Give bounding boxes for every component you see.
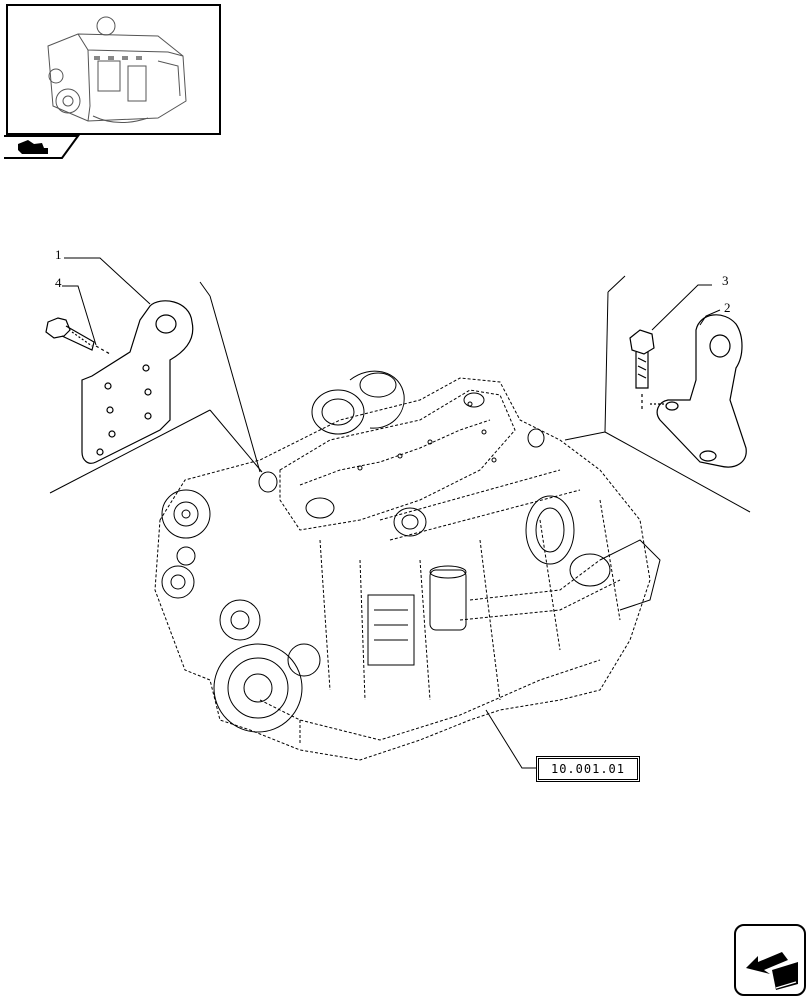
oil-filter <box>429 569 467 631</box>
callout-3[interactable]: 3 <box>722 273 729 288</box>
alternator-pulley <box>219 599 261 641</box>
frame-line-right-top <box>607 275 626 293</box>
engine-thumbnail <box>6 4 221 135</box>
leader-2 <box>699 309 721 326</box>
frame-line-right-bottom <box>604 431 751 513</box>
flywheel-housing <box>525 495 575 565</box>
engine-block <box>154 377 651 761</box>
part-1-lifting-bracket <box>81 300 194 464</box>
starter-motor <box>569 553 611 587</box>
next-page-arrow-icon <box>746 952 798 990</box>
leader-ref <box>485 709 536 769</box>
ecu <box>367 594 415 666</box>
fan-pulley <box>161 489 211 539</box>
callout-1[interactable]: 1 <box>55 247 62 262</box>
section-tab-icon <box>4 135 80 159</box>
engine-thumbnail-icon <box>47 16 187 123</box>
front-lifting-eye <box>258 471 278 493</box>
crank-damper <box>213 643 303 733</box>
frame-line-right-join <box>564 431 606 441</box>
tensioner-pulley <box>161 565 195 599</box>
leader-4 <box>62 285 97 346</box>
callout-4[interactable]: 4 <box>55 275 62 290</box>
part-4-screw <box>45 317 111 355</box>
next-page-button[interactable] <box>734 924 806 996</box>
part-2-bracket <box>650 314 747 468</box>
callout-2[interactable]: 2 <box>724 300 731 315</box>
frame-line-left-bottom <box>49 409 211 494</box>
rear-lifting-eye <box>527 428 545 448</box>
idler-pulley <box>176 546 196 566</box>
frame-line-right-mid <box>604 291 609 433</box>
frame-line-left-mid <box>209 295 261 473</box>
leader-1 <box>64 257 151 305</box>
turbo-inlet <box>311 389 365 435</box>
frame-line-left-join <box>209 409 263 473</box>
reference-group-code[interactable]: 10.001.01 <box>538 758 638 780</box>
engine-details <box>161 370 661 733</box>
part-3-screw <box>629 329 655 412</box>
reference-box-frame <box>536 756 640 782</box>
water-pump-pulley <box>287 643 321 677</box>
frame-line-left-top <box>199 281 211 297</box>
leader-3 <box>651 284 712 331</box>
